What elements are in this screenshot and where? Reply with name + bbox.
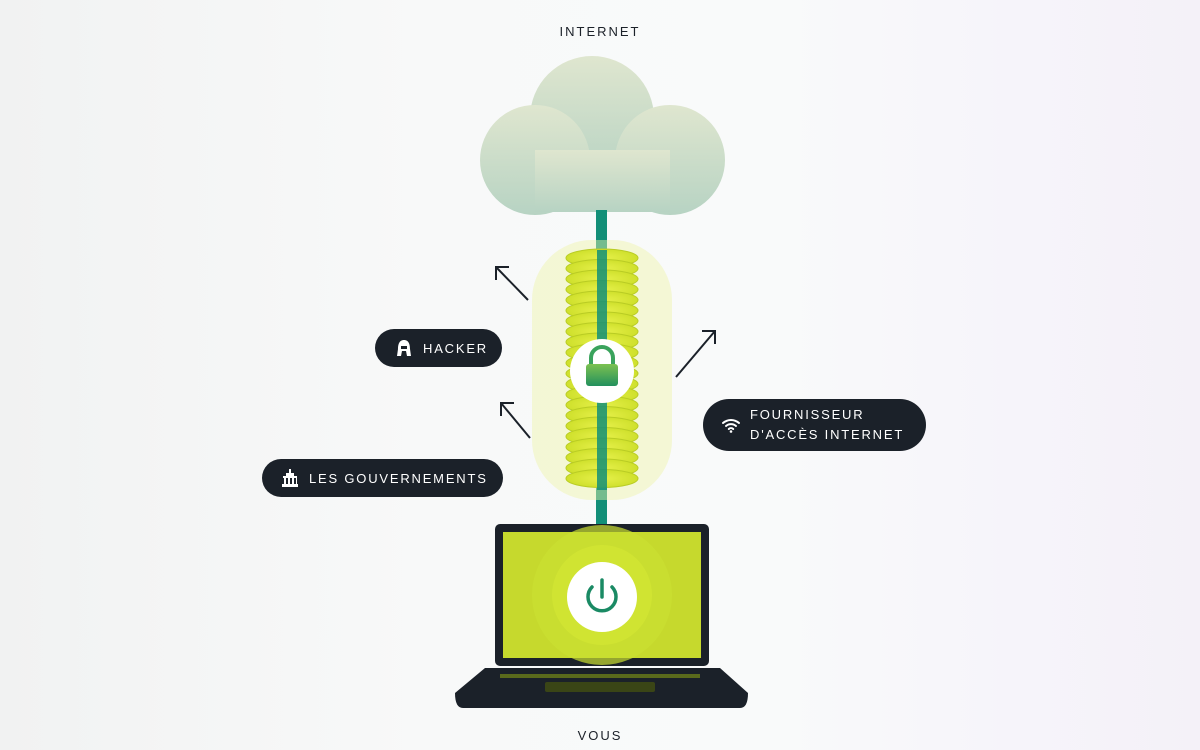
lock-icon bbox=[586, 345, 618, 386]
wifi-icon bbox=[722, 416, 740, 434]
hacker-label: HACKER bbox=[423, 340, 488, 356]
internet-label: INTERNET bbox=[559, 24, 641, 39]
you-label: VOUS bbox=[577, 728, 623, 743]
isp-label-line2: D'ACCÈS INTERNET bbox=[750, 427, 905, 442]
lock-badge bbox=[570, 339, 634, 403]
isp-label-line1: FOURNISSEUR bbox=[750, 407, 865, 422]
hacker-pill: HACKER bbox=[375, 329, 502, 367]
deflect-arrow-governments bbox=[500, 402, 531, 439]
government-building-icon bbox=[281, 469, 299, 487]
deflect-arrow-hacker bbox=[495, 266, 529, 301]
power-icon bbox=[586, 578, 618, 613]
hacker-icon bbox=[395, 339, 413, 357]
governments-pill: LES GOUVERNEMENTS bbox=[262, 459, 503, 497]
power-button[interactable] bbox=[567, 562, 637, 632]
deflect-arrow-isp bbox=[675, 330, 716, 378]
governments-label: LES GOUVERNEMENTS bbox=[309, 470, 488, 486]
isp-pill: FOURNISSEUR D'ACCÈS INTERNET bbox=[703, 399, 926, 451]
cloud-icon bbox=[480, 56, 725, 215]
